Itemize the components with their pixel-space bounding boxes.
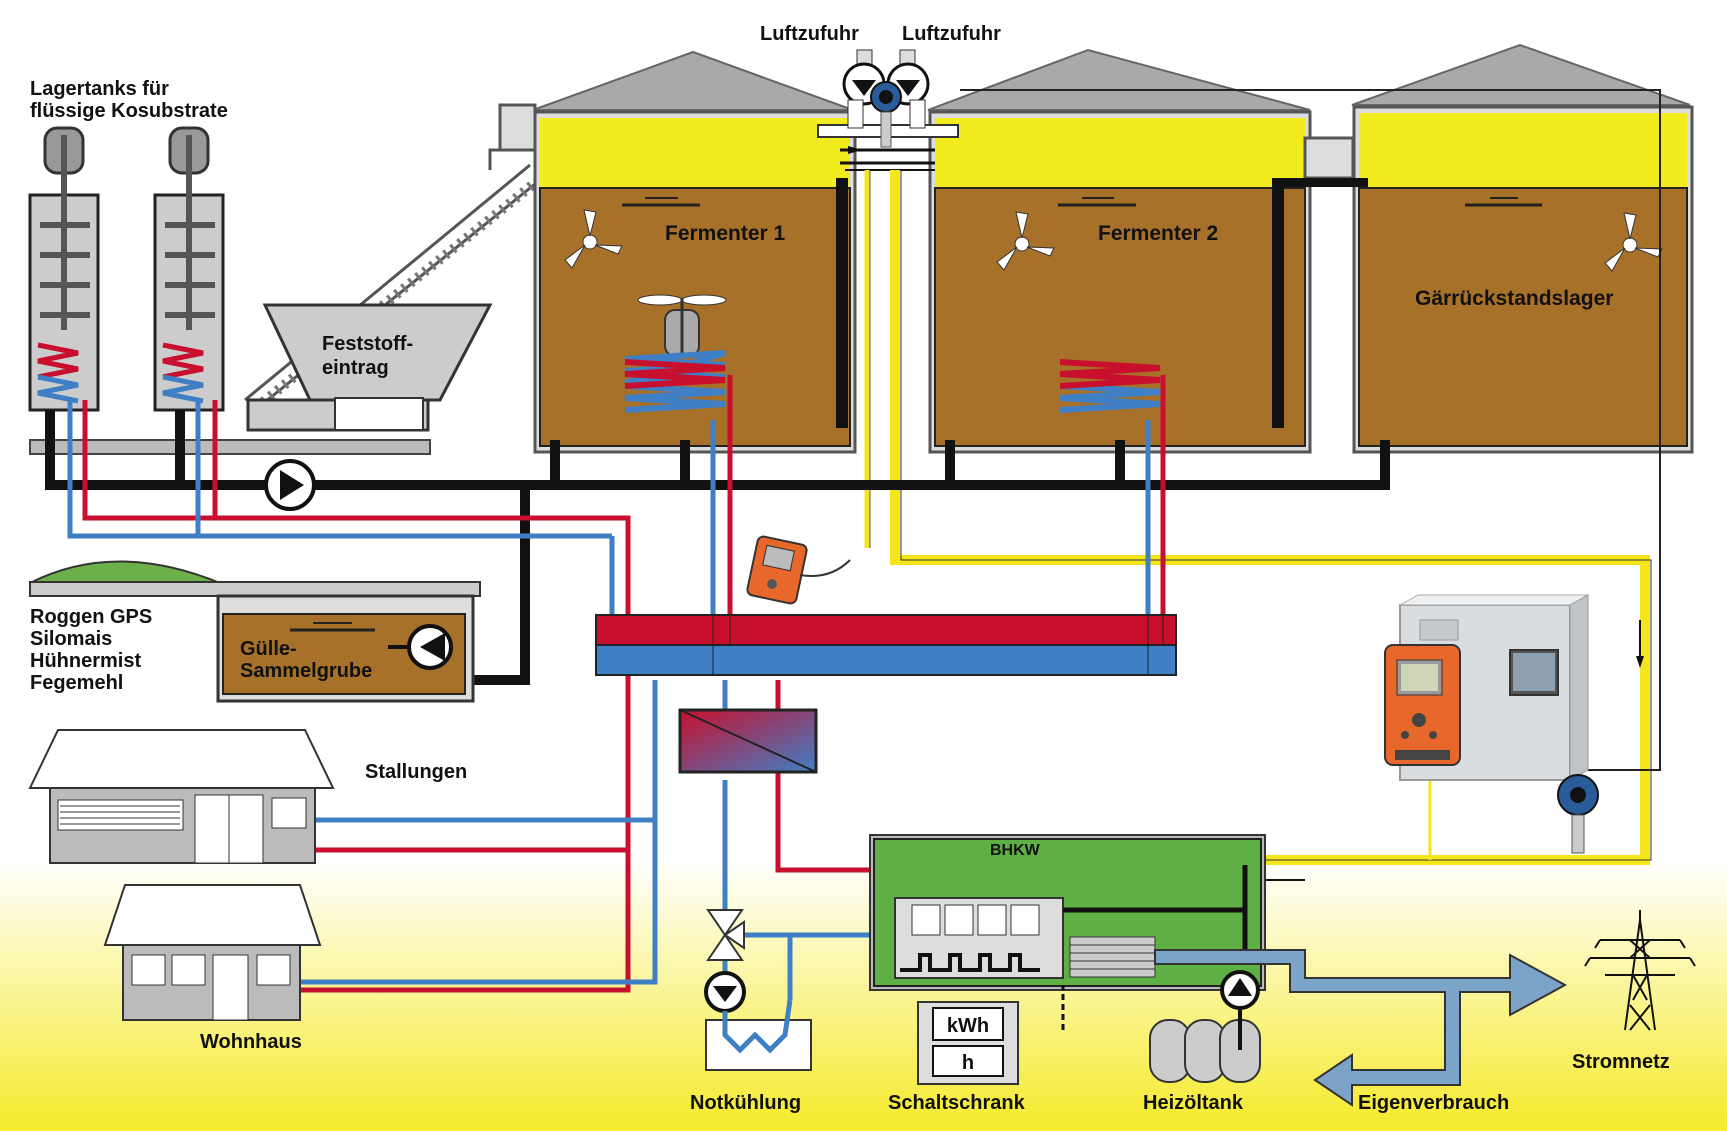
fan-icon xyxy=(996,211,1055,271)
overflow-pipes xyxy=(488,103,1368,187)
slurry-label-2: Sammelgrube xyxy=(240,660,372,682)
gas-analyzer-station xyxy=(1384,594,1599,854)
air-supply: Luftzufuhr Luftzufuhr xyxy=(760,23,1001,171)
cold-manifold xyxy=(595,644,1177,676)
valve-icon xyxy=(706,909,745,961)
chp-unit: BHKW xyxy=(869,834,1266,1030)
digestate-storage: Gärrückstandslager xyxy=(1351,43,1694,454)
solids-label-2: eintrag xyxy=(322,357,389,379)
own-use-label: Eigenverbrauch xyxy=(1358,1092,1509,1114)
slurry-label-1: Gülle- xyxy=(240,638,297,660)
stables-label: Stallungen xyxy=(365,761,467,783)
fermenter-2: Fermenter 2 xyxy=(927,48,1312,454)
engine-icon xyxy=(894,897,1064,979)
solids-feed: Feststoff- eintrag xyxy=(244,163,545,432)
feedstock-1: Roggen GPS xyxy=(30,606,152,628)
emergency-cooling-label: Notkühlung xyxy=(690,1092,801,1114)
fan-icon xyxy=(564,209,623,269)
grid-label: Stromnetz xyxy=(1572,1051,1670,1073)
heating-coil-2 xyxy=(1059,359,1161,413)
digestate-label: Gärrückstandslager xyxy=(1415,287,1613,310)
emergency-cooling: Notkühlung xyxy=(690,909,812,1114)
control-cabinet-label: Schaltschrank xyxy=(888,1092,1026,1114)
hot-manifold xyxy=(595,614,1177,646)
gas-analyzer-icon xyxy=(746,535,851,605)
heating-oil-tank: Heizöltank xyxy=(1143,970,1261,1114)
air-supply-label-1: Luftzufuhr xyxy=(760,23,859,45)
hour-meter: h xyxy=(962,1052,974,1074)
power-pylon-icon xyxy=(1584,910,1696,1031)
stables: Stallungen xyxy=(28,729,467,864)
air-supply-label-2: Luftzufuhr xyxy=(902,23,1001,45)
house-label: Wohnhaus xyxy=(200,1031,302,1053)
power-flow xyxy=(1154,949,1568,1107)
fermenter-1: Fermenter 1 xyxy=(532,50,857,454)
house: Wohnhaus xyxy=(103,884,322,1053)
sensor-return-line xyxy=(960,89,1661,771)
control-cabinet: kWh h Schaltschrank xyxy=(888,1001,1026,1114)
heat-exchanger-icon xyxy=(678,708,818,774)
storage-tanks-label-1: Lagertanks für xyxy=(30,78,169,100)
fan-icon xyxy=(1604,212,1663,272)
pump-icon xyxy=(264,459,316,511)
storage-tanks: Lagertanks für flüssige Kosubstrate xyxy=(28,78,431,455)
storage-tanks-label-2: flüssige Kosubstrate xyxy=(30,100,228,122)
pump-icon xyxy=(407,624,453,670)
slurry-pit: Gülle- Sammelgrube Roggen GPS Silomais H… xyxy=(29,560,481,703)
kwh-meter: kWh xyxy=(947,1015,989,1037)
fermenter2-label: Fermenter 2 xyxy=(1098,222,1218,245)
feedstock-2: Silomais xyxy=(30,628,112,650)
chp-label: BHKW xyxy=(990,842,1041,859)
heating-lines xyxy=(67,375,1166,1000)
pump-icon xyxy=(1220,970,1260,1010)
feedstock-4: Fegemehl xyxy=(30,672,123,694)
feedstock-3: Hühnermist xyxy=(30,650,141,672)
solids-label-1: Feststoff- xyxy=(322,333,413,355)
pump-icon xyxy=(704,971,746,1013)
fermenter1-label: Fermenter 1 xyxy=(665,222,786,245)
oil-tank-label: Heizöltank xyxy=(1143,1092,1244,1114)
substrate-lines xyxy=(45,410,1390,685)
heating-coil-1 xyxy=(624,350,726,413)
gas-sensor-icon xyxy=(1557,774,1599,854)
agitator-icon xyxy=(637,294,727,357)
